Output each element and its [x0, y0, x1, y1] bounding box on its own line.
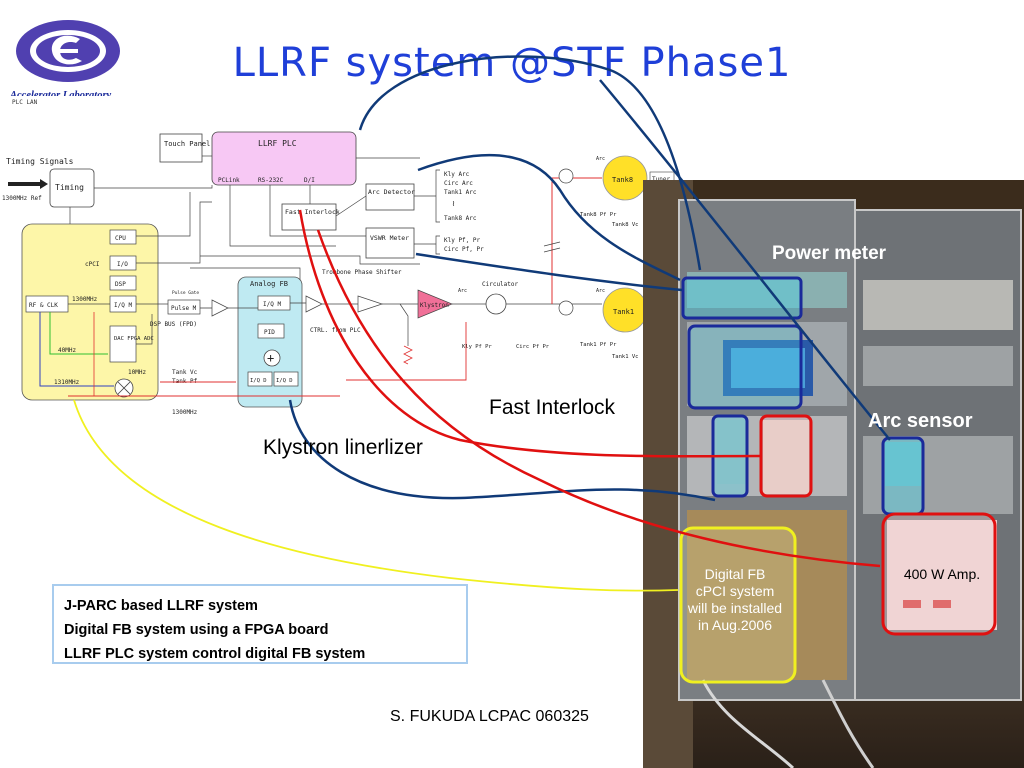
- timing-arrow-icon: [8, 179, 48, 189]
- ctrl-label: CTRL. from PLC: [310, 327, 361, 334]
- pulse-m-label: Pulse M: [171, 305, 197, 312]
- pclink-label: PCLink: [218, 177, 240, 184]
- monitor-highlight: [687, 324, 803, 410]
- vswr-label: VSWR Meter: [370, 234, 409, 242]
- dsp-bus-label: DSP BUS (FPD): [150, 321, 197, 328]
- svg-text:+: +: [267, 351, 274, 365]
- timing-label: Timing: [55, 183, 84, 192]
- circulator-label: Circulator: [482, 281, 519, 288]
- vswr-meter-box: [365, 227, 415, 259]
- cpci-label: cPCI: [85, 261, 100, 268]
- kly-arc-label: Kly Arc: [444, 171, 470, 178]
- tank-vc-label: Tank Vc: [172, 369, 198, 376]
- io-label: I/O: [117, 261, 128, 268]
- tank-pf-label: Tank Pf: [172, 378, 198, 385]
- plc-lan-label: PLC LAN: [12, 99, 38, 106]
- klystron-linearizer-callout: Klystron linerlizer: [263, 436, 423, 459]
- trombone-label: Trombone Phase Shifter: [322, 269, 402, 276]
- rf-clk-label: RF & CLK: [29, 302, 58, 309]
- dsp-label: DSP: [115, 281, 126, 288]
- di-label: D/I: [304, 177, 315, 184]
- summary-line-3: LLRF PLC system control digital FB syste…: [64, 646, 366, 662]
- fast-interlock-highlight: [711, 414, 749, 498]
- circulator-icon: [485, 293, 507, 315]
- power-meter-callout: Power meter: [772, 243, 887, 264]
- kly-pf-pr-label: Kly Pf, Pr: [444, 237, 481, 244]
- tank1-label: Tank1: [613, 308, 634, 316]
- touch-panel-box: [159, 133, 203, 163]
- slide-title: LLRF system @STF Phase1: [232, 40, 792, 86]
- summary-line-2: Digital FB system using a FPGA board: [64, 622, 329, 638]
- plc-label: LLRF PLC: [258, 139, 297, 148]
- arc-sensor-highlight: [881, 436, 925, 516]
- ref-label: 1300MHz Ref: [2, 195, 42, 202]
- arc-sensor-callout: Arc sensor: [868, 410, 973, 432]
- summing-junction-icon: [263, 349, 281, 367]
- f1300-label: 1300MHz: [72, 296, 98, 303]
- digital-fb-callout: Digital FB cPCI system will be installed…: [687, 566, 783, 633]
- tank8-arc-label: Tank8 Arc: [444, 215, 477, 222]
- fast-interlock-label: Fast Interlock: [285, 208, 340, 216]
- pid-label: PID: [264, 329, 275, 336]
- tank8-pfpr-label: Tank8 Pf Pr: [580, 212, 617, 218]
- iqm-label: I/Q M: [114, 302, 132, 309]
- iqd-label-1: I/Q D: [250, 378, 267, 384]
- tank1-arc-label: Tank1 Arc: [444, 189, 477, 196]
- equipment-rack-photo: [643, 180, 1024, 768]
- circ-pf-pr-label: Circ Pf, Pr: [444, 246, 484, 253]
- circ-arc-label: Circ Arc: [444, 180, 473, 187]
- f40-label: 40MHz: [58, 347, 76, 354]
- iqd-label-2: I/Q D: [276, 378, 293, 384]
- f1300-bottom-label: 1300MHz: [172, 409, 198, 416]
- llrf-block-diagram: PLC LAN Analog FB LLRF PLC PCLink RS-232…: [0, 96, 676, 430]
- lab-label: Accelerator Laboratory: [10, 90, 112, 101]
- afb-iqm-label: I/Q M: [263, 301, 281, 308]
- author-credit: S. FUKUDA LCPAC 060325: [390, 708, 589, 725]
- tank1-pfpr-label: Tank1 Pf Pr: [580, 342, 617, 348]
- amp-highlight: [881, 512, 997, 636]
- llrf-plc-box: [211, 131, 357, 186]
- summary-box: J-PARC based LLRF system Digital FB syst…: [52, 584, 468, 664]
- tank8-label: Tank8: [612, 176, 633, 184]
- fast-interlock-callout: Fast Interlock: [489, 396, 616, 419]
- arc8-label: Arc: [596, 156, 605, 162]
- tank8-vc-label: Tank8 Vc: [612, 222, 639, 228]
- dac-label: DAC FPGA ADC: [114, 336, 154, 342]
- amp-callout: 400 W Amp.: [903, 566, 981, 582]
- f10-label: 10MHz: [128, 369, 146, 376]
- circ-pfpr-label: Circ Pf Pr: [516, 344, 550, 350]
- analog-fb-label: Analog FB: [250, 280, 288, 288]
- kly-pfpr-label: Kly Pf Pr: [462, 344, 492, 350]
- pulse-gate-label: Pulse Gate: [172, 290, 199, 296]
- tank1-vc-label: Tank1 Vc: [612, 354, 639, 360]
- klystron-linearizer-highlight: [759, 414, 813, 498]
- touch-panel-label: Touch Panel: [164, 140, 210, 148]
- f1310-label: 1310MHz: [54, 379, 80, 386]
- klystron-label: Klystron: [420, 302, 449, 309]
- power-meter-highlight: [681, 276, 803, 320]
- arc-kly-label: Arc: [458, 288, 467, 294]
- arc1-label: Arc: [596, 288, 605, 294]
- summary-line-1: J-PARC based LLRF system: [64, 598, 258, 614]
- rs232c-label: RS-232C: [258, 177, 284, 184]
- arc-detector-label: Arc Detector: [368, 188, 415, 196]
- kek-logo-icon: [16, 20, 120, 82]
- timing-signals-label: Timing Signals: [6, 157, 74, 166]
- tilde-label: ≀: [452, 199, 455, 208]
- cpu-label: CPU: [115, 235, 126, 242]
